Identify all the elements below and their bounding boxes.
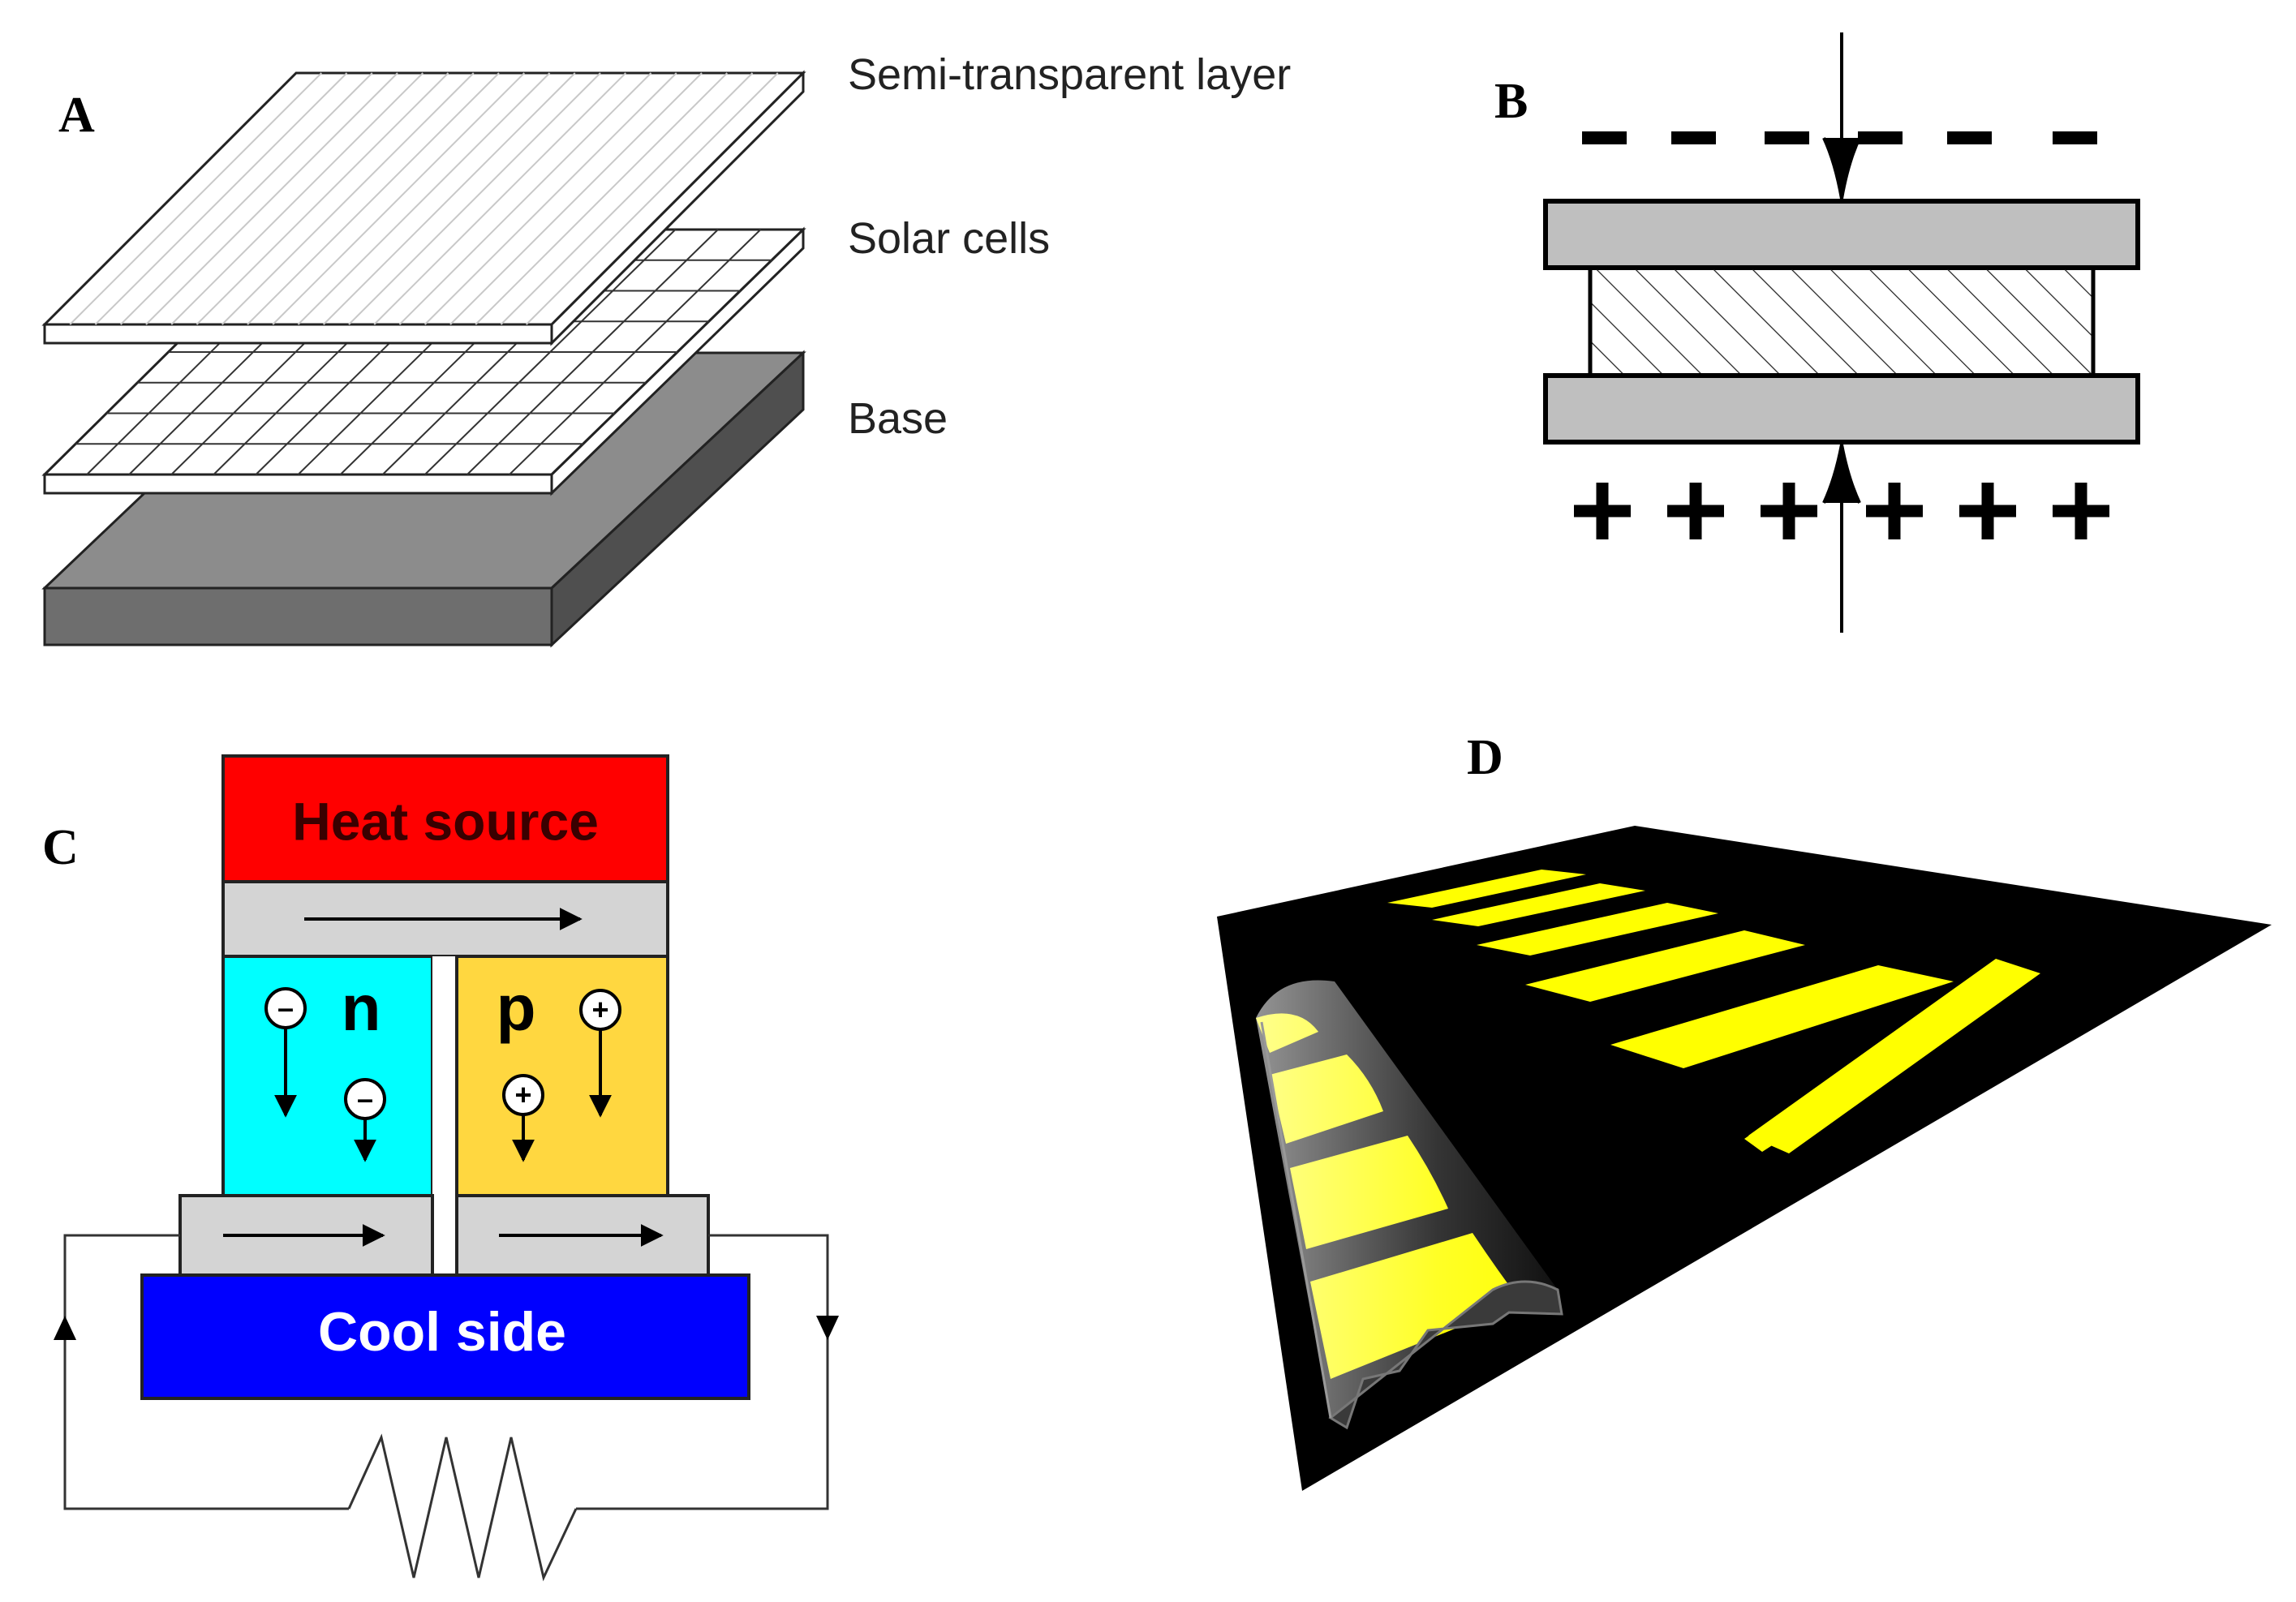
panel-b: B — [1494, 32, 2140, 633]
layer-stripe — [170, 72, 424, 325]
panel-d: D — [1217, 730, 2272, 1491]
layer-stripe — [398, 72, 652, 325]
heat-source-block — [221, 754, 669, 883]
layer-stripe — [94, 72, 348, 325]
electron-carrier: – — [344, 1078, 386, 1162]
leg-gap — [432, 956, 457, 1236]
layer-stripe — [424, 72, 677, 325]
positive-charges — [1574, 483, 2109, 539]
layer-stripe — [348, 72, 601, 325]
layer-stripe — [373, 72, 626, 325]
base-label: Base — [848, 394, 948, 443]
panel-b-label: B — [1494, 74, 1528, 129]
panel-c-label: C — [42, 820, 79, 875]
current-arrow-down — [816, 1316, 839, 1340]
crosswalk — [1387, 870, 2040, 1153]
layer-stripe — [221, 72, 475, 325]
layer-stripe — [526, 72, 779, 325]
layer-stripe — [145, 72, 398, 325]
piezoelectric-material — [1588, 265, 2096, 378]
panel-a-label: A — [58, 88, 95, 143]
layer-stripe — [247, 72, 500, 325]
compression-arrows — [1822, 32, 1861, 633]
solar-cells-label: Solar cells — [848, 214, 1050, 263]
hole-sign: + — [514, 1078, 531, 1111]
p-label: p — [497, 972, 536, 1044]
electron-sign: – — [277, 991, 294, 1024]
bottom-electrode — [1543, 373, 2140, 445]
p-type-block — [455, 955, 669, 1197]
n-label: n — [342, 972, 381, 1044]
layer-stripe — [120, 72, 373, 325]
cool-side-label: Cool side — [318, 1301, 566, 1363]
layer-stripe — [500, 72, 754, 325]
hole-carrier: + — [502, 1074, 544, 1162]
electron-sign: – — [357, 1082, 373, 1115]
top-electrode — [1543, 199, 2140, 270]
panel-c: C Heat source n – – p + — [42, 754, 839, 1582]
semi-transparent-layer — [41, 70, 806, 346]
layer-stripe — [475, 72, 728, 325]
layer-stripe — [196, 72, 449, 325]
n-type-block — [221, 955, 434, 1197]
layer-stripe — [323, 72, 576, 325]
semi-transparent-layer-label: Semi-transparent layer — [848, 50, 1291, 99]
external-circuit — [63, 1234, 829, 1582]
cool-side-block — [140, 1273, 750, 1400]
layer-stripe — [272, 72, 525, 325]
layer-stripe — [449, 72, 703, 325]
hole-sign: + — [591, 993, 608, 1026]
hole-carrier: + — [579, 989, 621, 1118]
heat-source-label: Heat source — [292, 791, 599, 851]
panel-d-label: D — [1467, 730, 1503, 785]
layer-stripe — [297, 72, 551, 325]
layer-stripe — [69, 72, 322, 325]
electron-carrier: – — [264, 987, 307, 1118]
speed-bump — [1256, 980, 1563, 1430]
panel-a: A Semi-transparent layer Solar cells Bas… — [41, 50, 1291, 648]
current-arrow-up — [54, 1316, 76, 1340]
